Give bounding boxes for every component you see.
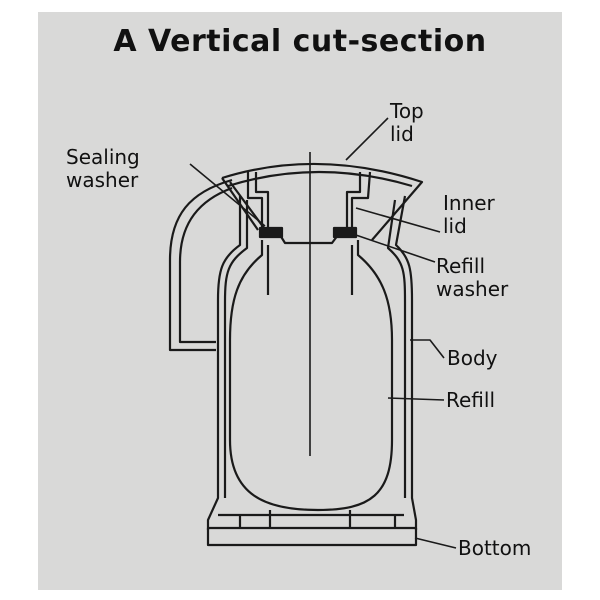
diagram-title: A Vertical cut-section (113, 24, 487, 59)
label-bottom: Bottom (458, 536, 532, 560)
bottom-base (206, 526, 418, 547)
label-refill: Refill (446, 388, 496, 412)
refill-bulb (228, 240, 394, 512)
refill-washer-right (332, 226, 358, 239)
leader-lines (189, 117, 457, 549)
top-lid (221, 162, 424, 241)
body-outline (206, 195, 418, 530)
sealing-washer-left (258, 226, 284, 239)
inner-lid (246, 171, 372, 245)
diagram-panel (38, 12, 562, 590)
label-body: Body (447, 346, 498, 370)
